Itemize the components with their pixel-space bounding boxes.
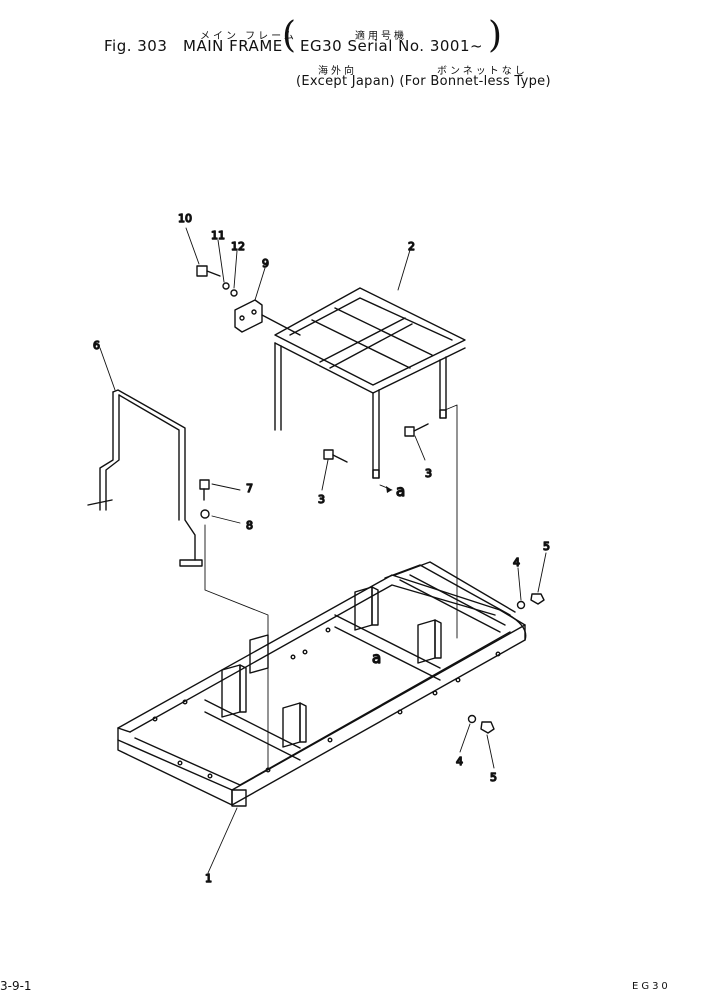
callout-10: 10 [178,212,192,225]
applicability-note: (Except Japan) (For Bonnet-less Type) [296,74,551,89]
washer-12 [230,289,238,297]
callout-2: 2 [408,240,415,253]
callout-3-left: 3 [318,493,325,506]
header-jp-overseas: 海外向 [318,66,357,77]
nut-5-lower [480,721,495,734]
callout-7: 7 [246,482,253,495]
bracket-part [234,299,301,336]
right-paren: ) [488,15,503,56]
callout-12: 12 [231,240,245,253]
bolt-3-left [323,449,348,463]
main-frame-part [117,561,527,807]
bolt-3-right [404,423,429,437]
nut-5-upper [530,593,545,605]
alignment-lines [99,227,547,874]
figure-number: Fig. 303 [104,37,168,55]
bolt-10 [196,265,221,277]
callout-5-upper: 5 [543,540,550,553]
model-code: EG30 [632,981,671,992]
callout-5-lower: 5 [490,771,497,784]
side-bracket-part [87,389,203,567]
reference-a-top: a [396,482,405,500]
header-jp-bonnetless: ボンネットなし [437,66,528,77]
callout-3-right: 3 [425,467,432,480]
callout-6: 6 [93,339,100,352]
header-jp-title: メイン フレーム [200,31,297,42]
arrow-a [386,486,392,493]
serial-range: EG30 Serial No. 3001~ [300,37,484,55]
washer-11 [222,282,230,290]
callout-8: 8 [246,519,253,532]
left-paren: ( [282,15,297,56]
upper-frame-part [274,287,466,479]
page-reference: 3-9-1 [0,979,32,993]
reference-a-frame: a [372,649,381,667]
washer-4-lower [467,714,477,724]
callout-4-lower: 4 [456,755,463,768]
page-title: MAIN FRAME [183,37,283,55]
header-jp-applicable: 適用号機 [355,31,407,42]
washer-8 [200,509,210,519]
callout-11: 11 [211,229,225,242]
bolt-7 [199,479,210,501]
callout-4-upper: 4 [513,556,520,569]
callout-1: 1 [205,872,212,885]
callout-9: 9 [262,257,269,270]
washer-4-upper [516,600,526,610]
